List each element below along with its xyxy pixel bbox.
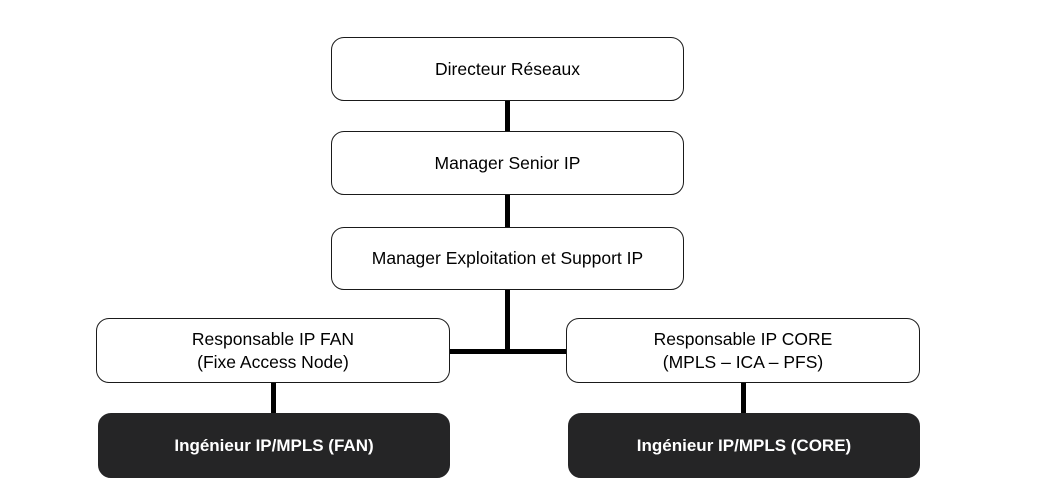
connector-responsable-fan-to-ingenieur-fan [271,382,276,414]
node-label: Manager Exploitation et Support IP [371,248,644,269]
connector-responsable-core-to-ingenieur-core [741,382,746,414]
node-label: Directeur Réseaux [435,58,580,79]
node-label: Manager Senior IP [434,152,581,173]
connector-directeur-to-manager-senior [505,100,510,132]
connector-manager-exploitation-to-bus [505,289,510,353]
node-ingenieur-ip-mpls-core[interactable]: Ingénieur IP/MPLS (CORE) [568,413,920,478]
node-responsable-ip-fan[interactable]: Responsable IP FAN (Fixe Access Node) [96,318,450,383]
node-responsable-ip-core[interactable]: Responsable IP CORE (MPLS – ICA – PFS) [566,318,920,383]
connector-manager-senior-to-manager-exploitation [505,194,510,228]
node-label: Responsable IP CORE (MPLS – ICA – PFS) [653,329,833,372]
node-ingenieur-ip-mpls-fan[interactable]: Ingénieur IP/MPLS (FAN) [98,413,450,478]
node-label: Responsable IP FAN (Fixe Access Node) [191,329,355,372]
connector-horizontal-bus [448,349,568,354]
node-manager-exploitation-et-support-ip[interactable]: Manager Exploitation et Support IP [331,227,684,290]
node-label: Ingénieur IP/MPLS (FAN) [174,435,374,455]
node-manager-senior-ip[interactable]: Manager Senior IP [331,131,684,195]
node-label: Ingénieur IP/MPLS (CORE) [636,435,852,455]
node-directeur-reseaux[interactable]: Directeur Réseaux [331,37,684,101]
